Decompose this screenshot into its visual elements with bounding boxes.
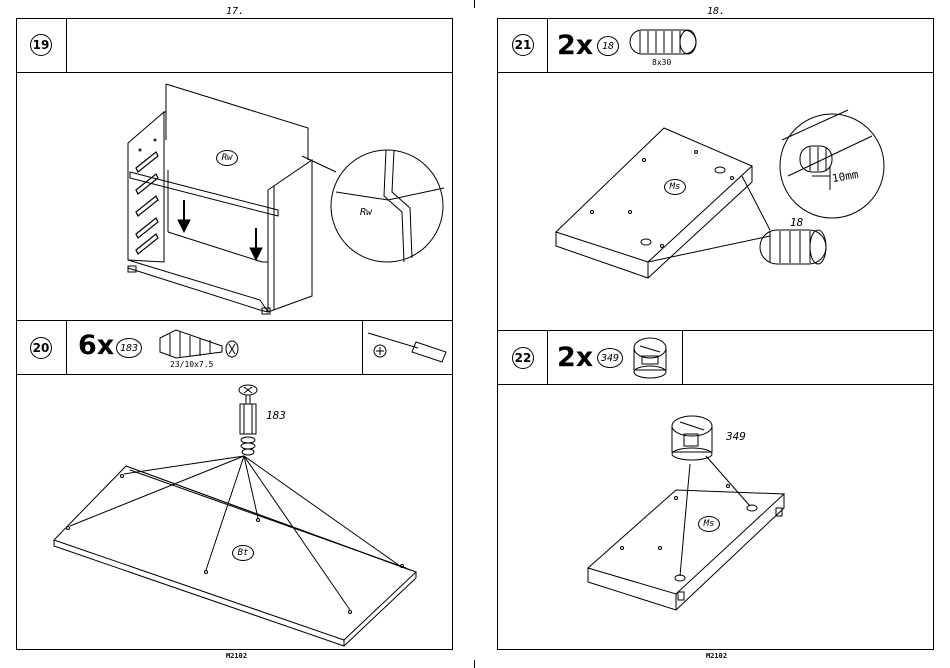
step20-screw-callout: 183 <box>266 409 286 422</box>
step19-detail-tag: Rw <box>360 207 372 218</box>
step22-cam-callout: 349 <box>726 430 746 443</box>
step22-board-illustration <box>588 416 784 610</box>
step22-board-tag: Ms <box>698 516 720 532</box>
screwdriver-icon <box>368 333 446 362</box>
step21-board-tag: Ms <box>664 179 686 195</box>
step20-board-illustration <box>54 385 416 646</box>
step21-board-illustration <box>556 110 884 278</box>
step19-cabinet-illustration <box>128 84 444 314</box>
step20-board-tag: Bt <box>232 545 254 561</box>
step19-panel-tag: Rw <box>216 150 238 166</box>
step22-cam-icon <box>634 338 666 378</box>
right-footer-code: M2102 <box>706 652 727 660</box>
step21-dowel-icon <box>630 30 696 54</box>
step20-part-icon <box>160 330 238 358</box>
step21-dowel-callout: 18 <box>790 216 803 229</box>
left-footer-code: M2102 <box>226 652 247 660</box>
